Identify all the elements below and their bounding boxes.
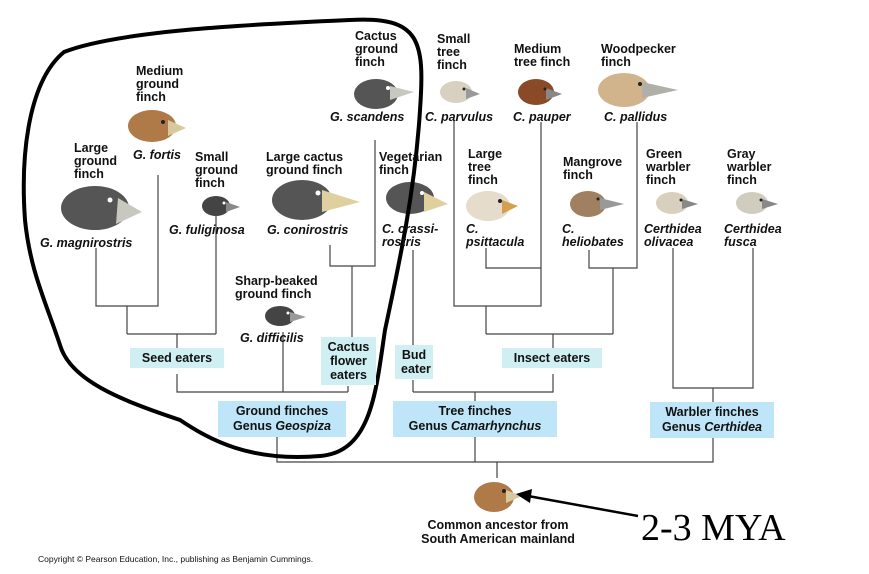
genus-certhidea-prefix: Genus <box>661 420 705 434</box>
common-name-fusca: Gray warbler finch <box>727 147 772 187</box>
finch-pauper-icon <box>518 79 562 105</box>
common-name-parvulus: Small tree finch <box>437 32 471 72</box>
scientific-name-olivacea: Certhidea olivacea <box>644 222 702 249</box>
genus-box-geospiza: Ground finches Genus Geospiza <box>218 401 346 437</box>
scientific-name-difficilis: G. difficilis <box>240 331 304 345</box>
finch-crassirostris-icon <box>386 182 448 214</box>
scientific-name-crassirostris: C. crassi- rostris <box>382 222 439 249</box>
scientific-name-magnirostris: G. magnirostris <box>40 236 133 250</box>
genus-box-certhidea: Warbler finches Genus Certhidea <box>650 402 774 438</box>
mya-annotation: 2-3 MYA <box>641 507 786 549</box>
finch-heliobates-icon <box>570 191 624 217</box>
common-name-olivacea: Green warbler finch <box>646 147 691 187</box>
common-name-crassirostris: Vegetarian finch <box>379 150 443 177</box>
genus-certhidea-name: Certhidea <box>704 420 763 434</box>
finch-magnirostris-icon <box>61 186 142 230</box>
common-name-fuliginosa: Small ground finch <box>195 150 239 190</box>
genus-geospiza-name: Geospiza <box>275 419 331 433</box>
finch-parvulus-icon <box>440 81 480 103</box>
common-name-difficilis: Sharp-beaked ground finch <box>235 274 318 301</box>
genus-geospiza-title: Ground finches <box>235 404 329 418</box>
ancestor-finch-icon <box>474 482 522 512</box>
genus-camarhynchus-prefix: Genus <box>408 419 452 433</box>
genus-camarhynchus-title: Tree finches <box>438 404 512 418</box>
common-name-magnirostris: Large ground finch <box>74 141 118 181</box>
copyright-notice: Copyright © Pearson Education, Inc., pub… <box>38 554 314 564</box>
ancestor-label: Common ancestor from South American main… <box>421 518 575 546</box>
finch-pallidus-icon <box>598 73 678 107</box>
scientific-name-parvulus: C. parvulus <box>425 110 494 124</box>
scientific-name-fortis: G. fortis <box>133 148 181 162</box>
common-name-conirostris: Large cactus ground finch <box>266 150 344 177</box>
finch-olivacea-icon <box>656 192 698 214</box>
branch-root <box>276 433 714 478</box>
scientific-name-heliobates: C. heliobates <box>562 222 624 249</box>
scientific-name-psittacula: C. psittacula <box>466 222 525 249</box>
finch-conirostris-icon <box>272 180 360 220</box>
scientific-name-pallidus: C. pallidus <box>604 110 668 124</box>
diet-box-bud-eater: Bud eater <box>395 345 433 379</box>
scientific-name-fuliginosa: G. fuliginosa <box>169 223 245 237</box>
common-name-pallidus: Woodpecker finch <box>601 42 676 69</box>
branch-tree <box>412 120 638 402</box>
finch-fortis-icon <box>128 110 186 142</box>
branch-warbler <box>672 248 754 402</box>
tree-lines <box>95 120 754 478</box>
genus-certhidea-title: Warbler finches <box>665 405 759 419</box>
common-name-psittacula: Large tree finch <box>468 147 503 187</box>
common-name-heliobates: Mangrove finch <box>563 155 623 182</box>
finch-psittacula-icon <box>466 191 518 221</box>
common-name-scandens: Cactus ground finch <box>355 29 399 69</box>
finch-fuliginosa-icon <box>202 196 240 216</box>
scientific-name-fusca: Certhidea fusca <box>724 222 782 249</box>
branch-seed <box>95 175 217 348</box>
diet-box-cactus-flower-eaters: Cactus flower eaters <box>321 337 376 385</box>
genus-geospiza-prefix: Genus <box>233 419 276 433</box>
diet-box-seed-eaters: Seed eaters <box>130 348 224 368</box>
scientific-name-pauper: C. pauper <box>513 110 571 124</box>
scientific-name-scandens: G. scandens <box>330 110 405 124</box>
branch-ground <box>176 140 376 393</box>
common-name-pauper: Medium tree finch <box>514 42 571 69</box>
arrow <box>516 489 639 518</box>
common-name-fortis: Medium ground finch <box>136 64 184 104</box>
scientific-name-conirostris: G. conirostris <box>267 223 349 237</box>
finch-difficilis-icon <box>265 306 306 326</box>
hand-drawn-circle <box>21 17 424 459</box>
diet-box-insect-eaters: Insect eaters <box>502 348 602 368</box>
genus-camarhynchus-name: Camarhynchus <box>451 419 542 433</box>
genus-box-camarhynchus: Tree finches Genus Camarhynchus <box>393 401 557 437</box>
finch-scandens-icon <box>354 79 414 109</box>
finch-fusca-icon <box>736 192 778 214</box>
